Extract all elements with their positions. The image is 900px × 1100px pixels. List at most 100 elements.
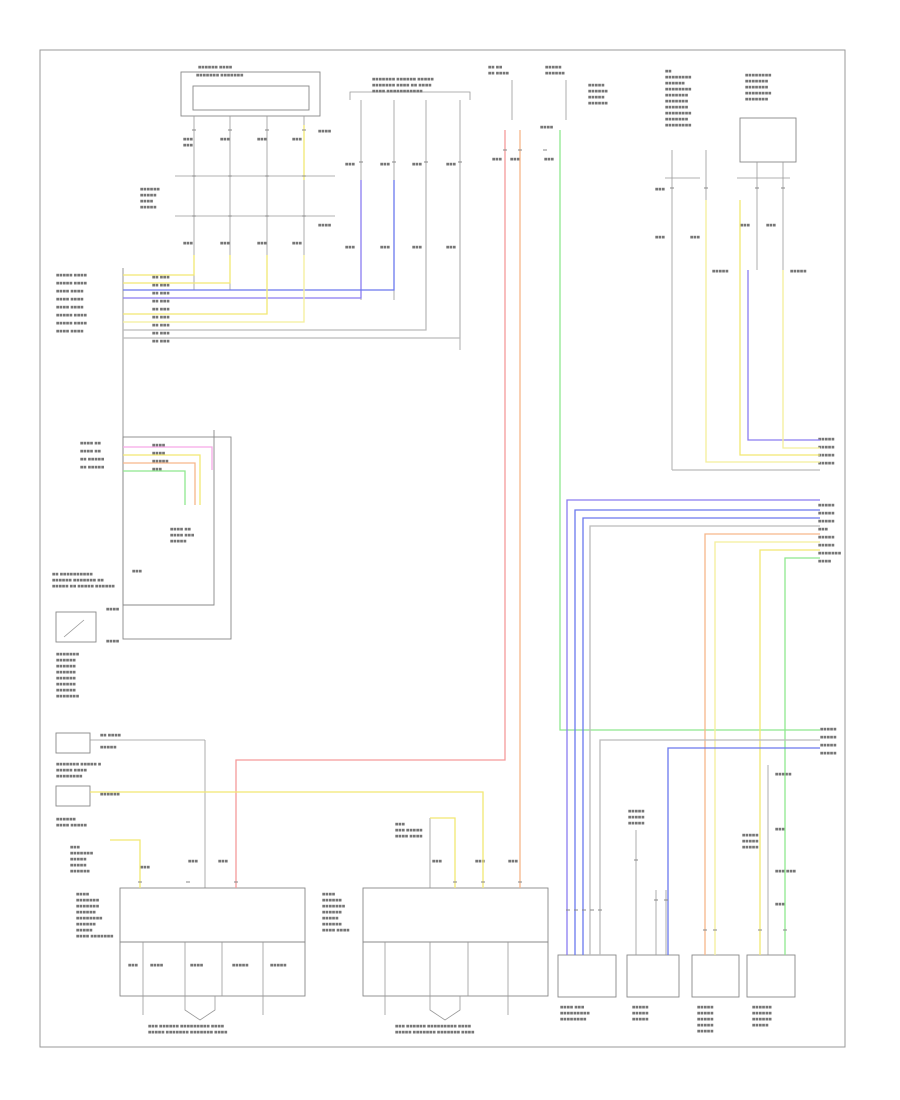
svg-text:■■■: ■■■ — [492, 157, 502, 161]
svg-text:■■■■■■■: ■■■■■■■ — [818, 551, 841, 555]
svg-text:■■■■■: ■■■■■ — [100, 745, 117, 749]
svg-text:■■■■■: ■■■■■ — [140, 205, 157, 209]
svg-text:■■■■■■: ■■■■■■ — [56, 676, 76, 680]
svg-text:■■■■■■■■: ■■■■■■■■ — [56, 774, 82, 778]
wire-red-long — [235, 130, 506, 888]
svg-text:■■■: ■■■ — [475, 859, 485, 863]
svg-text:■■■■■■: ■■■■■■ — [665, 81, 685, 85]
svg-text:■■ ■■■: ■■ ■■■ — [152, 315, 170, 319]
wire-yellow-module — [123, 454, 201, 505]
wire-blue-right — [574, 509, 820, 955]
svg-text:■■■: ■■■ — [766, 223, 776, 227]
wire-blue-top-left — [123, 180, 395, 291]
svg-text:■■■■■■: ■■■■■■ — [56, 670, 76, 674]
svg-text:■■■■■■: ■■■■■■ — [100, 792, 120, 796]
svg-text:■■■■ ■■■■: ■■■■ ■■■■ — [322, 928, 350, 932]
wire-gray-1 — [123, 180, 427, 331]
svg-text:■■■: ■■■ — [128, 963, 138, 967]
svg-text:■■■■■■: ■■■■■■ — [56, 658, 76, 662]
svg-text:■■■■: ■■■■ — [190, 963, 203, 967]
svg-text:■■■■■ ■■■■: ■■■■■ ■■■■ — [56, 313, 87, 317]
svg-text:■■■■■ ■■ ■■■■■ ■■■■■■: ■■■■■ ■■ ■■■■■ ■■■■■■ — [52, 584, 115, 588]
top-middle-connector-group: ■■■■■■■ ■■■■■■ ■■■■■ ■■■■■■■ ■■■■ ■■ ■■■… — [345, 77, 471, 350]
wire-green-module — [123, 470, 186, 505]
wire-violet-top-left — [123, 180, 362, 299]
svg-text:■■ ■■■: ■■ ■■■ — [152, 307, 170, 311]
wire-green-long — [559, 130, 820, 731]
svg-text:■■■■ ■■■: ■■■■ ■■■ — [170, 533, 194, 537]
svg-text:■■■: ■■■ — [446, 162, 456, 166]
wire-yellow-mid — [430, 817, 456, 888]
wire-blue-right-2 — [582, 517, 820, 955]
svg-text:■■■■■■: ■■■■■■ — [588, 101, 608, 105]
svg-text:■■■■■: ■■■■■ — [588, 95, 605, 99]
svg-text:■■■■■■: ■■■■■■ — [752, 1011, 772, 1015]
svg-text:■■■■: ■■■■ — [818, 559, 831, 563]
top-right-module-box — [739, 117, 797, 163]
svg-text:■■ ■■■: ■■ ■■■ — [152, 275, 170, 279]
svg-text:■■■■ ■■■■■■■: ■■■■ ■■■■■■■ — [76, 934, 114, 938]
svg-text:■■■■■■: ■■■■■■ — [752, 1005, 772, 1009]
switch-box — [55, 611, 97, 643]
svg-text:■■■■■■■■: ■■■■■■■■ — [745, 91, 771, 95]
svg-text:■■ ■■■: ■■ ■■■ — [152, 299, 170, 303]
svg-text:■■■■■■ ■■■■■■■ ■■: ■■■■■■ ■■■■■■■ ■■ — [52, 578, 104, 582]
svg-text:■■■: ■■■ — [218, 859, 228, 863]
svg-text:■■■■■: ■■■■■ — [752, 1023, 769, 1027]
svg-text:■■■■■: ■■■■■ — [818, 445, 835, 449]
svg-text:■■■■■■■: ■■■■■■■ — [70, 851, 93, 855]
svg-text:■■■■■■■■■: ■■■■■■■■■ — [560, 1011, 590, 1015]
svg-text:■■■■■: ■■■■■ — [70, 863, 87, 867]
svg-text:■■■■■: ■■■■■ — [697, 1029, 714, 1033]
svg-text:■■■■■: ■■■■■ — [820, 735, 837, 739]
svg-text:■■■: ■■■ — [183, 137, 193, 141]
svg-text:■■■■■■■: ■■■■■■■ — [56, 694, 79, 698]
svg-text:■■■■■■■: ■■■■■■■ — [76, 898, 99, 902]
svg-text:■■■ ■■■■■■ ■■■■■■■■■ ■■■■: ■■■ ■■■■■■ ■■■■■■■■■ ■■■■ — [148, 1024, 224, 1028]
svg-text:■■■■ ■■■■: ■■■■ ■■■■ — [56, 297, 84, 301]
wire-yellow-top-right — [739, 200, 820, 456]
svg-text:■■■■■: ■■■■■ — [588, 83, 605, 87]
wire-orange-right — [704, 533, 820, 955]
svg-text:■■■■■: ■■■■■ — [818, 461, 835, 465]
svg-text:■■■ ■■■■■: ■■■ ■■■■■ — [395, 828, 423, 832]
wire-gray-lower — [599, 739, 820, 955]
svg-text:■■■■■■■ ■■■■■■■: ■■■■■■■ ■■■■■■■ — [196, 73, 243, 77]
svg-text:■■■■■: ■■■■■ — [712, 269, 729, 273]
svg-text:■■■■: ■■■■ — [106, 607, 119, 611]
wire-yellow-3 — [123, 255, 268, 315]
svg-text:■■■■■: ■■■■■ — [697, 1023, 714, 1027]
svg-text:■■ ■■■■■: ■■ ■■■■■ — [80, 465, 104, 469]
svg-text:■■■■■: ■■■■■ — [232, 963, 249, 967]
svg-text:■■■■■: ■■■■■ — [820, 751, 837, 755]
svg-text:■■■■ ■■■■■■■■■■■: ■■■■ ■■■■■■■■■■■ — [372, 89, 423, 93]
svg-text:■■ ■■■: ■■ ■■■ — [152, 339, 170, 343]
wire-pale-top-right — [782, 270, 820, 449]
svg-text:■■■■■: ■■■■■ — [140, 193, 157, 197]
bottom-left-module: ■■■■ ■■■■■■■ ■■■■■■■ ■■■■■■ ■■■■■■■■ ■■■… — [76, 859, 306, 1034]
svg-text:■■■: ■■■ — [655, 235, 665, 239]
wire-violet-right — [566, 499, 820, 955]
svg-text:■■■■■: ■■■■■ — [628, 809, 645, 813]
wire-blue-lower — [667, 747, 820, 955]
svg-text:■■■■ ■■: ■■■■ ■■ — [80, 441, 101, 445]
svg-text:■■■■■ ■■■■: ■■■■■ ■■■■ — [56, 281, 87, 285]
svg-text:■■■■■■■: ■■■■■■■ — [665, 105, 688, 109]
svg-text:■■■: ■■■ — [775, 827, 785, 831]
svg-text:■■ ■■■: ■■ ■■■ — [152, 331, 170, 335]
top-right-modules: ■■ ■■■■■■■■ ■■■■■■ ■■■■■■■■ ■■■■■■■ ■■■■… — [655, 69, 807, 470]
svg-text:■■■■■: ■■■■■ — [76, 928, 93, 932]
svg-text:■■■: ■■■ — [395, 822, 405, 826]
svg-text:■■■■■: ■■■■■ — [270, 963, 287, 967]
svg-text:■■■■: ■■■■ — [540, 125, 553, 129]
svg-text:■■■: ■■■ — [152, 467, 162, 471]
svg-text:■■■■■■: ■■■■■■ — [752, 1017, 772, 1021]
svg-text:■■■■■■■■: ■■■■■■■■ — [76, 916, 102, 920]
svg-text:■■■: ■■■ — [380, 245, 390, 249]
svg-text:■■■■ ■■■: ■■■■ ■■■ — [560, 1005, 584, 1009]
svg-text:■■■■: ■■■■ — [140, 199, 153, 203]
wire-orange-module — [123, 462, 196, 505]
svg-text:■■ ■■■: ■■ ■■■ — [152, 291, 170, 295]
svg-text:■■■■■■■: ■■■■■■■ — [745, 97, 768, 101]
lower-left-sensors: ■■■■■■■ ■■■■■ ■ ■■■■■ ■■■■ ■■■■■■■■ ■■■■… — [55, 732, 206, 888]
